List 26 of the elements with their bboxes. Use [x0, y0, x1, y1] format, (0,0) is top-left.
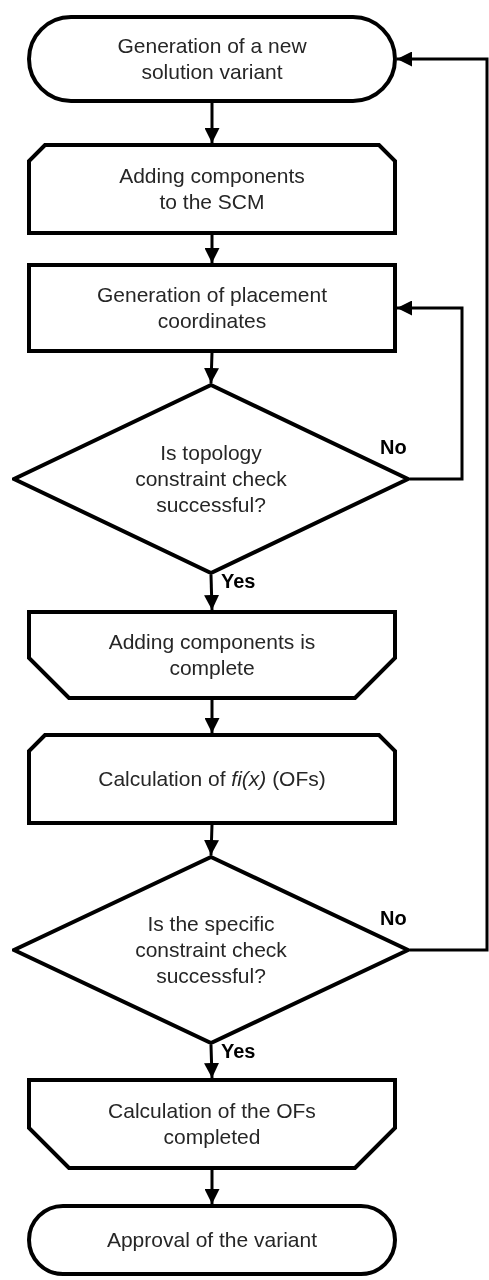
loop-start-shape	[27, 733, 397, 825]
arrow	[204, 352, 219, 384]
arrow	[204, 700, 220, 733]
arrow	[397, 300, 464, 481]
arrow	[204, 574, 220, 611]
process-box	[27, 263, 397, 353]
decision-diamond	[12, 383, 410, 575]
node-text: Approval of the variant	[106, 1226, 318, 1253]
node-text: Calculation of fi(x) (OFs)	[98, 765, 326, 792]
arrow	[397, 51, 489, 952]
node-text: Adding components is complete	[107, 628, 317, 681]
node-text: Is the specific constraint check successful?	[134, 910, 288, 990]
node-text: Generation of a new solution variant	[116, 32, 308, 85]
loop-end-shape	[27, 1078, 397, 1170]
arrow	[204, 1044, 220, 1079]
node-text: Generation of placement coordinates	[96, 281, 328, 334]
decision-diamond	[12, 855, 410, 1045]
arrow	[204, 103, 220, 143]
arrow	[204, 824, 219, 856]
node-text: Is topology constraint check successful?	[134, 439, 288, 519]
loop-end-shape	[27, 610, 397, 700]
node-text: Adding components to the SCM	[118, 162, 306, 215]
loop-start-shape	[27, 143, 397, 235]
arrow	[204, 1170, 220, 1204]
node-text: Calculation of the OFs completed	[107, 1097, 317, 1150]
arrow	[204, 235, 220, 263]
